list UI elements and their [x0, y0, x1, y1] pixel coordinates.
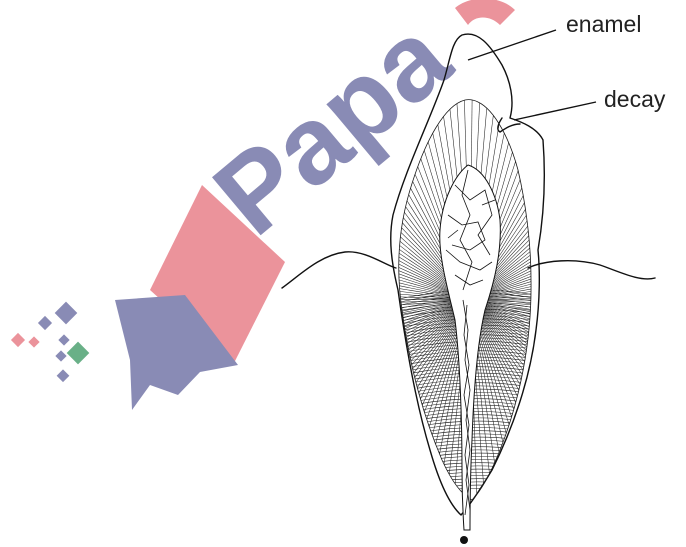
- dentine-hatch-line: [480, 300, 686, 310]
- dentine-hatch-line: [236, 304, 461, 414]
- dentine-hatch-line: [475, 308, 610, 518]
- watermark-square-purple: [58, 334, 69, 345]
- decay-leader-line: [514, 102, 596, 120]
- nerve-opening: [460, 536, 468, 544]
- gum-line-right: [528, 261, 655, 279]
- dentine-hatch-line: [478, 161, 686, 294]
- dentine-hatch-line: [480, 264, 686, 299]
- dentine-hatch-line: [475, 309, 602, 524]
- dentine-hatch-line: [476, 308, 619, 513]
- dentine-hatch-line: [296, 307, 463, 493]
- watermark-square-purple: [38, 316, 52, 330]
- decay-label: decay: [604, 86, 666, 112]
- watermark-square-purple: [55, 302, 78, 325]
- dentine-hatch-line: [473, 309, 557, 545]
- dentine-hatch-line: [275, 307, 463, 472]
- dentine-hatch-line: [479, 197, 686, 296]
- dentine-hatch-line: [476, 308, 635, 501]
- gum-line: [282, 252, 396, 288]
- dentine-hatch-line: [478, 306, 671, 465]
- dentine-hatch-line: [476, 101, 637, 292]
- dentine-hatch-line: [304, 308, 464, 500]
- dentine-hatch-line: [476, 308, 627, 507]
- dentine-hatch-line: [474, 309, 576, 537]
- dentine-hatch-line: [477, 307, 663, 474]
- dentine-hatch-line: [479, 304, 686, 415]
- watermark-square-purple: [57, 369, 70, 382]
- dentine-hatch-line: [479, 170, 686, 295]
- enamel-leader-line: [468, 30, 556, 60]
- dentine-hatch-line: [228, 304, 460, 396]
- watermark-square-pink: [28, 336, 39, 347]
- dentine-hatch-line: [479, 304, 686, 398]
- dentine-hatch-line: [372, 309, 466, 540]
- watermark-c-letter: [455, 0, 515, 25]
- dentine-hatch-line: [479, 305, 686, 433]
- dentine-hatch-line: [478, 153, 684, 294]
- dentine-hatch-line: [336, 309, 465, 523]
- watermark-square-purple: [55, 350, 66, 361]
- papacambridge-watermark: Papa: [11, 0, 515, 410]
- dentine-hatch-line: [477, 115, 653, 293]
- dentine-hatch-line: [477, 108, 646, 293]
- dentine-hatch-line: [282, 307, 463, 479]
- dentine-hatch-line: [477, 307, 650, 487]
- dentine-hatch-line: [477, 307, 657, 481]
- dentine-hatch-line: [269, 306, 463, 464]
- dentine-hatch-line: [480, 301, 686, 330]
- watermark-square-pink: [11, 333, 25, 347]
- enamel-label: enamel: [566, 11, 641, 37]
- watermark-square-green: [67, 342, 90, 365]
- dentine-hatch-line: [257, 306, 462, 449]
- dentine-hatch-line: [478, 137, 673, 294]
